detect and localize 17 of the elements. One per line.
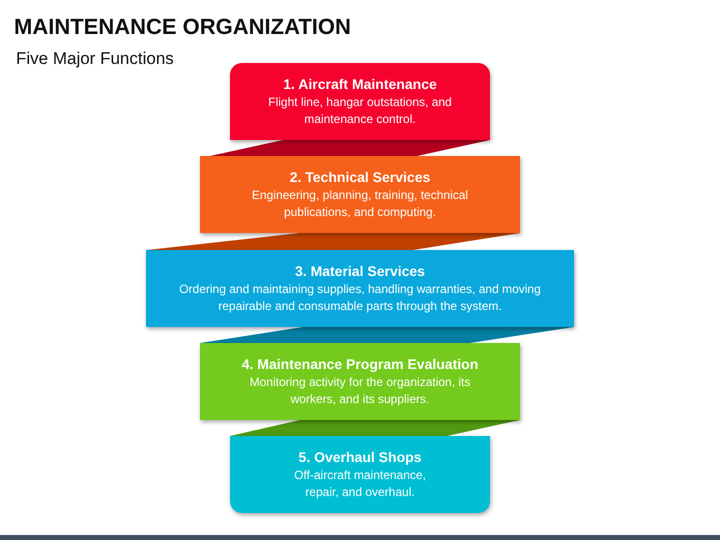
function-band — [230, 63, 490, 140]
function-band — [200, 343, 520, 420]
function-band — [200, 156, 520, 233]
title: MAINTENANCE ORGANIZATION — [14, 14, 351, 40]
subtitle: Five Major Functions — [16, 49, 174, 69]
function-description: Off-aircraft maintenance, repair, and overhaul. — [293, 467, 427, 501]
function-heading: 5. Overhaul Shops — [298, 448, 422, 467]
function-heading: 1. Aircraft Maintenance — [283, 75, 437, 94]
function-description: Engineering, planning, training, technical publications, and computing. — [250, 187, 470, 221]
function-heading: 4. Maintenance Program Evaluation — [242, 355, 478, 374]
function-band — [146, 250, 574, 327]
function-description: Ordering and maintaining supplies, handling warranties, and moving repairable and consumable parts through the system. — [178, 281, 542, 315]
function-heading: 2. Technical Services — [290, 168, 430, 187]
function-band — [230, 436, 490, 513]
function-description: Flight line, hangar outstations, and maintenance control. — [267, 94, 453, 128]
function-heading: 3. Material Services — [295, 262, 425, 281]
function-description: Monitoring activity for the organization, its workers, and its suppliers. — [248, 374, 472, 408]
